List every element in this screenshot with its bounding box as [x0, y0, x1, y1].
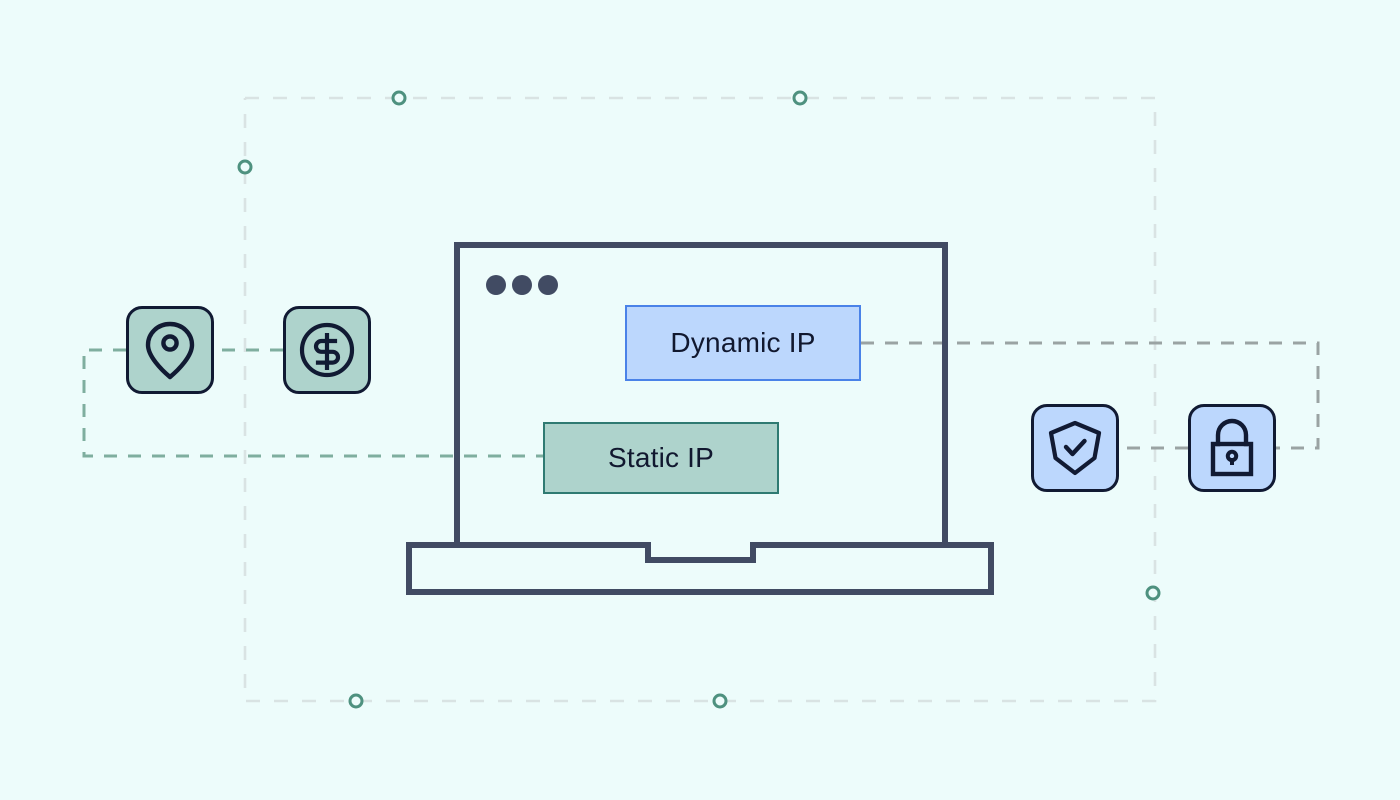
lock-icon [1210, 418, 1254, 477]
frame-marker-dot [792, 90, 808, 106]
icon-tile-location[interactable] [126, 306, 214, 394]
node-dynamic-ip[interactable]: Dynamic IP [625, 305, 861, 381]
frame-marker-dot [348, 693, 364, 709]
connector-dynamic-ip-route [861, 341, 1320, 450]
frame-marker-dot [712, 693, 728, 709]
icon-tile-cost[interactable] [283, 306, 371, 394]
connector-static-ip-route [82, 348, 543, 458]
node-static-ip-label: Static IP [607, 442, 715, 473]
map-pin-icon [145, 321, 195, 380]
laptop-screen-frame [454, 242, 948, 548]
frame-marker-dot [237, 159, 253, 175]
icon-tile-security[interactable] [1031, 404, 1119, 492]
frame-marker-dot [391, 90, 407, 106]
window-dot [538, 275, 558, 295]
node-static-ip[interactable]: Static IP [543, 422, 779, 494]
frame-marker-dot [1145, 585, 1161, 601]
laptop-base [406, 542, 994, 595]
window-dot [512, 275, 532, 295]
dollar-circle-icon [299, 322, 355, 378]
window-control-dots [486, 275, 558, 295]
icon-tile-privacy[interactable] [1188, 404, 1276, 492]
frame-marker-dots [237, 90, 1161, 709]
connector-dynamic-ip-to-lock [861, 341, 1320, 450]
node-dynamic-ip-label: Dynamic IP [670, 327, 816, 358]
window-dot [486, 275, 506, 295]
outer-dashed-frame [243, 96, 1157, 703]
shield-check-icon [1048, 420, 1102, 476]
laptop-illustration [406, 242, 994, 595]
